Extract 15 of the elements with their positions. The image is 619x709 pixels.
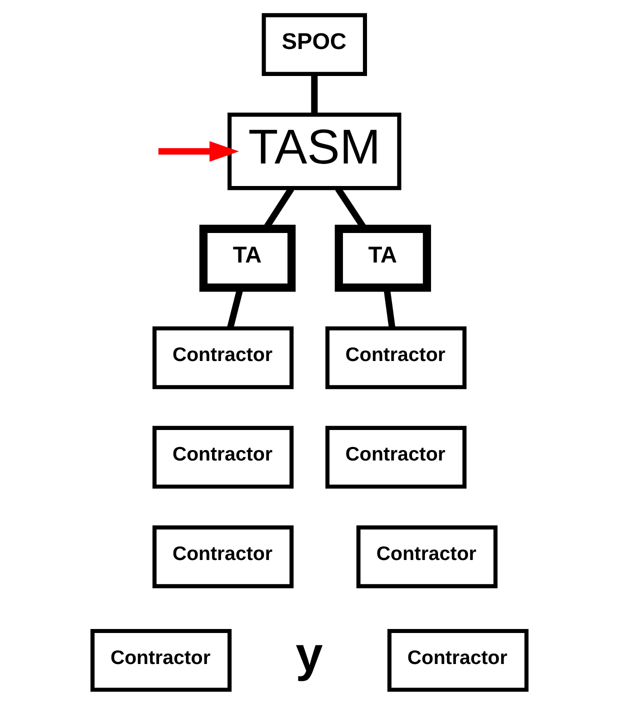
node-box: Contractor [152,326,294,390]
node-box: TA [334,224,432,292]
node-box: Contractor [90,628,232,692]
connector [311,74,318,114]
node-box: TASM [228,112,402,190]
node-box: Contractor [325,326,467,390]
node-box: Contractor [387,628,529,692]
node-box: Contractor [152,525,294,588]
node-box: Contractor [325,426,467,489]
label: y [296,628,323,682]
node-box: TA [199,224,296,292]
node-box: SPOC [262,13,367,76]
node-box: Contractor [356,525,498,588]
node-box: Contractor [152,426,294,489]
arrow [158,141,239,162]
